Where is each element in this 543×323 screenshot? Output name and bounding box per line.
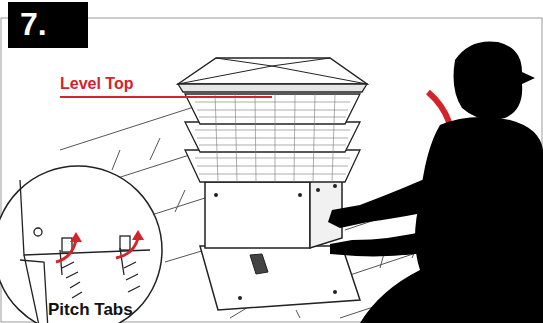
brand-badge <box>250 254 268 274</box>
cap-body <box>205 182 310 248</box>
inset-detail <box>20 180 150 323</box>
step-number-box: 7. <box>8 2 88 48</box>
part-label: Level Top <box>60 75 134 93</box>
mesh <box>195 94 350 182</box>
level-leader <box>60 96 272 98</box>
installer-silhouette <box>328 41 543 323</box>
base-flange <box>200 246 360 310</box>
cap-top <box>178 58 367 84</box>
louver-tiers <box>185 94 360 182</box>
part-label: Pitch Tabs <box>48 300 133 320</box>
pitch-tab-arrows <box>56 238 138 262</box>
step-number: 7. <box>20 7 47 42</box>
detail-inset <box>0 166 162 323</box>
